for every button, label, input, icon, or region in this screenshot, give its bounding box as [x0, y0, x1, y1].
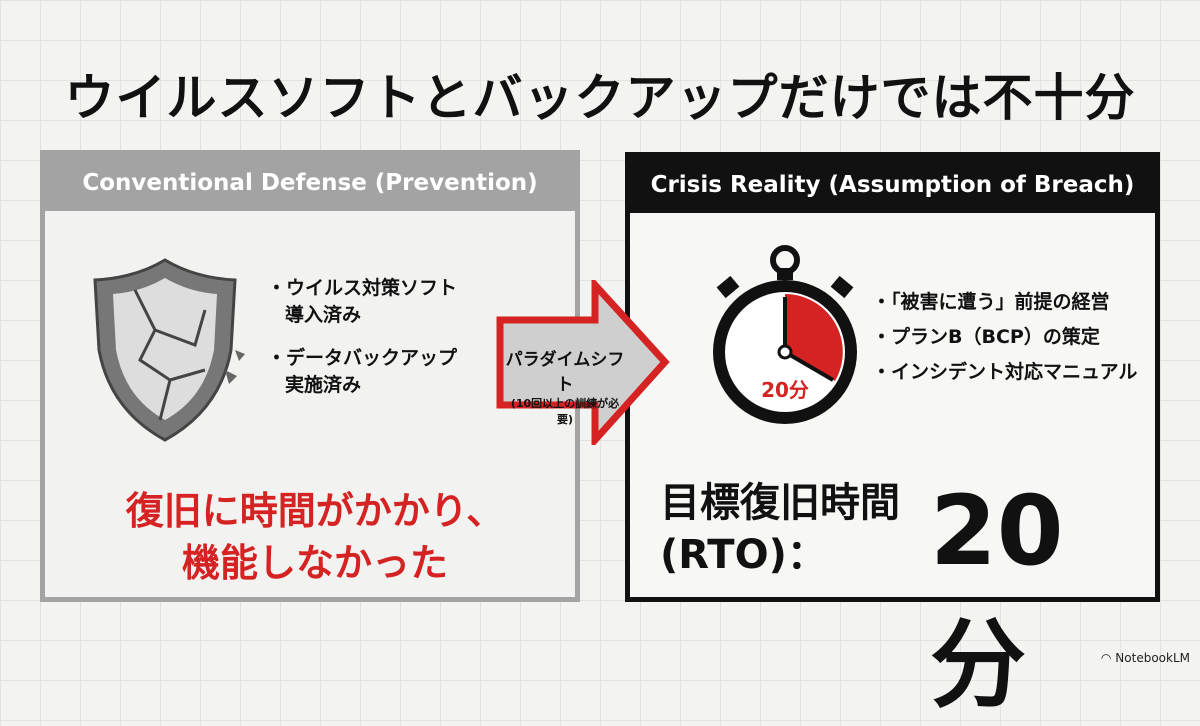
- conventional-defense-panel: Conventional Defense (Prevention) ・ウイルス対…: [40, 150, 580, 602]
- bullet-item: ・プランB（BCP）の策定: [872, 326, 1100, 348]
- bullet-line: ・ウイルス対策ソフト: [267, 277, 458, 299]
- paradigm-shift-label: パラダイムシフト (10回以上の訓練が必要): [505, 345, 625, 427]
- notebooklm-logo-icon: ◠: [1100, 651, 1112, 665]
- crisis-reality-panel: Crisis Reality (Assumption of Breach) 20…: [625, 152, 1160, 721]
- slide-title: ウイルスソフトとバックアップだけでは不十分: [64, 69, 1136, 127]
- rto-line: (RTO)：: [660, 532, 827, 578]
- stopwatch-icon: 20分: [713, 245, 857, 424]
- brand-label: NotebookLM: [1115, 651, 1190, 665]
- crisis-bullets: ・「被害に遭う」前提の経営 ・プランB（BCP）の策定 ・インシデント対応マニュ…: [872, 285, 1137, 390]
- bullet-line: ・データバックアップ: [267, 347, 458, 369]
- failure-line: 機能しなかった: [181, 541, 448, 585]
- panel-header: Crisis Reality (Assumption of Breach): [630, 157, 1155, 213]
- bullet-item: ・「被害に遭う」前提の経営: [872, 291, 1110, 313]
- bullet-backup: ・データバックアップ 実施済み: [267, 345, 457, 399]
- bullet-line: 導入済み: [285, 304, 362, 326]
- bullet-line: 実施済み: [285, 374, 362, 396]
- timer-label: 20分: [761, 378, 809, 402]
- panel-header: Conventional Defense (Prevention): [45, 155, 575, 211]
- failure-line: 復旧に時間がかかり、: [125, 489, 505, 533]
- bullet-item: ・インシデント対応マニュアル: [872, 361, 1138, 383]
- paradigm-shift-arrow: [496, 280, 670, 445]
- failure-message: 復旧に時間がかかり、 機能しなかった: [45, 485, 585, 589]
- rto-label: 目標復旧時間 (RTO)：: [660, 477, 900, 581]
- rto-value: 20分: [930, 475, 1064, 721]
- arrow-label: パラダイムシフト: [505, 350, 625, 395]
- rto-line: 目標復旧時間: [660, 480, 900, 526]
- arrow-sublabel: (10回以上の訓練が必要): [510, 397, 620, 426]
- broken-shield-icon: [93, 258, 245, 442]
- bullet-antivirus: ・ウイルス対策ソフト 導入済み: [267, 275, 457, 329]
- notebooklm-badge: ◠ NotebookLM: [1101, 651, 1190, 665]
